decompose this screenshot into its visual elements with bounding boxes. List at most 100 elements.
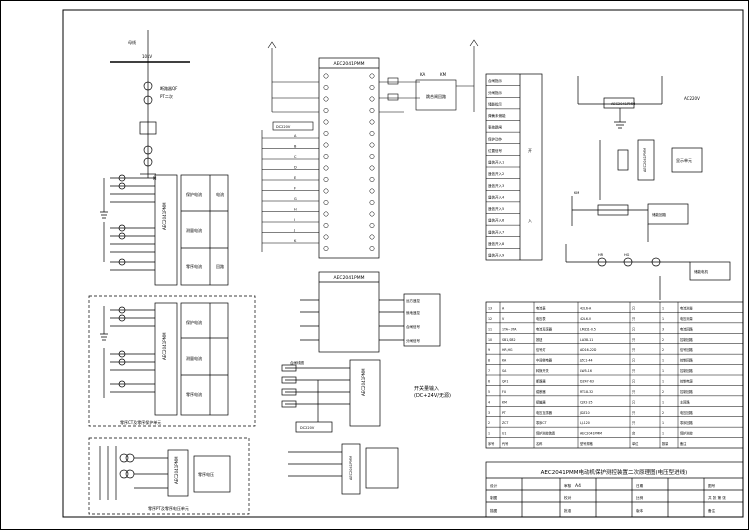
dashed-block-b — [88, 295, 256, 427]
bom-header-cell: 备注 — [680, 441, 687, 446]
aec-lower-label: AEC2041PMM — [361, 368, 366, 396]
bom-header-cell: 单位 — [632, 441, 639, 446]
bom-cell: 电流互感器 — [536, 326, 553, 331]
terminal-right — [369, 85, 375, 90]
block-a-label-1: 保护电流 — [186, 191, 202, 197]
main-device — [318, 57, 380, 259]
bom-cell: LA38-11 — [580, 338, 593, 342]
bom-cell: 控制回路 — [680, 358, 694, 363]
bom-cell: 只 — [632, 421, 635, 425]
bom-cell: 电压表 — [536, 316, 546, 321]
bottom-device-label: AEC2041PMM — [349, 456, 353, 480]
block-b-caption: 零序CT及零序保护单元 — [120, 419, 161, 425]
supply-circuit — [577, 76, 703, 200]
bom-cell: 只 — [632, 327, 635, 331]
bom-cell: FU — [502, 390, 507, 394]
lower-device-label: AEC2041PMM — [334, 275, 365, 281]
io-row-label: 遥信开入4 — [488, 194, 505, 199]
input-line-label: C — [294, 155, 297, 159]
terminal-left — [323, 223, 329, 228]
title-size-code: A4 — [575, 483, 581, 489]
title-cell: 版本 — [636, 508, 644, 513]
terminal-right — [369, 142, 375, 148]
io-row-label: 事故跳闸 — [488, 125, 502, 130]
title-cell: 日期 — [636, 483, 644, 488]
bom-cell: 11 — [488, 327, 492, 331]
io-row-label: 遥信开入3 — [488, 183, 504, 188]
io-row-label: 遥信开入5 — [488, 206, 504, 211]
bom-cell: 只 — [632, 411, 635, 415]
input-line-label: K — [294, 239, 297, 243]
bom-cell: U1 — [502, 432, 506, 436]
side-note: 开关量输入(DC+24V/无源) — [414, 385, 451, 399]
current-block-a — [100, 174, 229, 286]
terminal-left — [323, 96, 329, 102]
bom-cell: AEC2041PMM — [580, 432, 602, 436]
mid-label-1: 远方遥控 — [406, 298, 420, 303]
bom-cell: 主回路 — [680, 399, 690, 404]
io-row-label: 遥信开入8 — [488, 241, 504, 246]
terminal-right — [369, 96, 375, 102]
bom-cell: 8 — [488, 359, 490, 363]
title-block — [485, 461, 744, 518]
bom-cell: 1 — [662, 432, 664, 436]
top-input-wiring — [261, 39, 479, 252]
io-row-label: 遥信开入9 — [488, 253, 504, 258]
terminal-left — [323, 177, 329, 182]
bom-cell: 电压回路 — [680, 410, 694, 415]
coil-circuit — [281, 359, 381, 433]
terminal-right — [369, 131, 375, 136]
block-b-label-3: 零序电流 — [186, 391, 202, 397]
storage-panel-label: 储能回路 — [652, 212, 666, 217]
terminal-left — [323, 188, 329, 194]
terminal-right — [369, 246, 375, 251]
main-device-terminals — [323, 73, 375, 251]
bom-cell: 转换开关 — [536, 368, 550, 373]
bom-cell: LW5-16 — [580, 369, 592, 373]
input-line-label: B — [294, 145, 297, 149]
bom-cell: 电流回路 — [680, 326, 694, 331]
io-row-label: 弹簧未储能 — [488, 113, 506, 118]
bom-cell: 只 — [632, 359, 635, 363]
bottom-center-device — [288, 443, 399, 495]
bom-cell: 信号灯 — [536, 347, 546, 352]
mid-label-4: 分闸信号 — [406, 338, 420, 343]
bom-cell: JZC1-44 — [579, 359, 593, 363]
bom-header-cell: 型号规格 — [580, 441, 594, 446]
bom-cell: KA — [502, 359, 507, 363]
bom-cell: 2 — [662, 338, 664, 342]
bom-cell: QF1 — [502, 380, 508, 384]
terminal-right — [369, 165, 375, 171]
lamp-label-hg: HG — [624, 253, 630, 257]
input-line-label: G — [294, 197, 297, 201]
bom-cell: 1 — [662, 307, 664, 311]
bom-header-cell: 数量 — [662, 441, 669, 446]
block-c-caption: 零序PT及零序电压单元 — [148, 505, 189, 511]
bom-cell: 控制回路 — [680, 368, 694, 373]
bom-cell: 13 — [488, 307, 492, 311]
title-cell: 备注 — [708, 508, 716, 513]
supply-device-label: AEC2041PMM — [611, 102, 635, 106]
terminal-left — [323, 246, 329, 251]
bom-cell: 电压测量 — [680, 316, 694, 321]
bom-cell: 只 — [632, 317, 635, 321]
io-row-label: 位置信号 — [488, 148, 502, 153]
relay-tag-label: KM — [574, 191, 579, 195]
io-row-label: 遥信开入2 — [488, 171, 504, 176]
terminal-left — [323, 234, 329, 240]
bom-cell: 只 — [632, 348, 635, 352]
title-cell: 审核 — [564, 483, 572, 488]
bom-cell: 零序回路 — [680, 420, 694, 425]
terminal-right — [369, 177, 375, 182]
io-row-label: 遥信开入6 — [488, 218, 504, 223]
mid-label-3: 合闸信号 — [406, 324, 420, 329]
input-line-label: J — [293, 229, 295, 233]
title-cell: 共 张 第 张 — [708, 495, 726, 500]
bom-cell: 1 — [662, 317, 664, 321]
bom-cell: 电流测量 — [680, 306, 694, 311]
bom-cell: 2 — [662, 348, 664, 352]
bom-cell: 2 — [662, 411, 664, 415]
lamp-label-hr: HR — [598, 253, 604, 257]
